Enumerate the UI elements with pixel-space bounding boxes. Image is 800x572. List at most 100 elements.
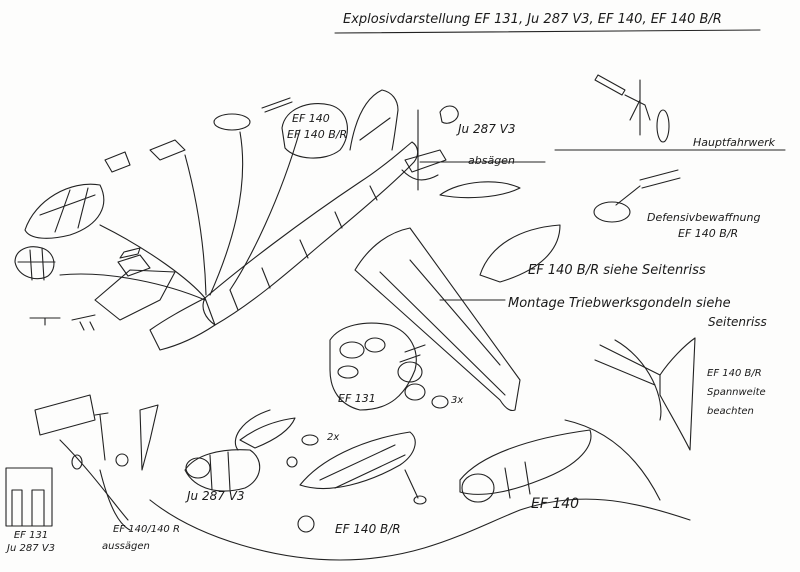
label-absaegen: absägen [468,154,515,167]
label-2x: 2x [327,432,340,443]
label-ef140-bottom: EF 140 [531,496,580,512]
gear-leg [624,94,651,121]
label-defensiv: Defensivbewaffnung [647,211,761,224]
nose-glazing-grid [17,247,56,281]
left-panel [34,394,96,436]
label-ef140br-seitenriss: EF 140 B/R siehe Seitenriss [528,263,706,278]
label-ef140br-bottom: EF 140 B/R [335,522,401,536]
box-label-ju287v3: Ju 287 V3 [7,543,55,554]
bottom-sweep-1 [149,498,691,561]
label-ef140br: EF 140 B/R [287,128,348,141]
label-spannweite-1: EF 140 B/R [707,368,762,379]
box-outline [5,467,53,527]
label-ef140: EF 140 [292,112,330,125]
ef140br-nacelle-inner [319,444,406,489]
cockpit-panel [119,247,141,259]
label-hauptfahrwerk: Hauptfahrwerk [693,136,776,149]
engine-part-2 [404,383,426,401]
ju287-engine-intake [185,457,211,479]
gun-barrels [639,169,681,189]
canopy [24,183,105,239]
gear-door [594,74,626,96]
label-defensiv-ef140br: EF 140 B/R [678,227,739,240]
right-wing [354,227,521,412]
guide-to-ef140-140r [99,469,131,531]
tail-fin-rib [359,117,391,141]
ef131-outline [329,322,417,411]
label-montage-seitenriss: Seitenriss [708,315,767,329]
pedal-rod [29,317,61,326]
ju287-nacelle [239,417,296,449]
guide-line-4 [59,273,206,301]
guide-line-6 [401,169,439,181]
horizontal-stabilizer [404,149,447,173]
part-2x-a [301,434,319,446]
label-ef140-140r: EF 140/140 R [113,524,180,535]
nose-glazing [14,246,55,280]
engine-fan [399,344,426,363]
engine-part-1 [397,361,423,383]
cockpit-floor [94,269,176,321]
label-spannweite-3: beachten [707,406,754,417]
ef140-engine-ribs [504,461,531,499]
gear-wheel [656,109,670,143]
title-underline [334,29,761,34]
ef140br-intake [297,515,315,533]
small-cap [439,105,459,124]
ef131-engine-b [364,337,386,353]
guide-line-1 [99,224,206,299]
ef140-circle [281,103,348,159]
label-aussaegen: aussägen [102,541,150,552]
canopy-frames [39,187,96,233]
guide-line-2 [184,154,207,296]
wing-lines [379,259,506,396]
bottom-guide-right [614,339,662,421]
label-3x: 3x [451,395,464,406]
left-strut [94,412,109,461]
left-gear [139,404,159,471]
wingtip-guide [594,344,661,386]
fuselage [202,141,419,326]
antenna-part [104,151,131,173]
ef140br-small-wheel [413,495,427,505]
ring-part [213,113,251,131]
label-spannweite-2: Spannweite [707,387,766,398]
bottom-sweep-2 [234,409,271,451]
box-label-ef131: EF 131 [13,530,49,541]
fairing [439,181,521,199]
ef140-engine-intake [461,473,495,503]
wingtip [659,337,696,451]
guide-line-5 [229,129,301,291]
nacelle-outline [479,224,561,283]
pedal-parts [71,314,96,331]
label-ju287v3-top: Ju 287 V3 [458,122,516,136]
box-fill [11,489,45,527]
fuselage-panel-lines [229,185,378,311]
label-ju287v3-bottom: Ju 287 V3 [187,489,245,503]
left-hub [115,453,129,467]
tail-fin [349,89,399,151]
ef140br-pylon [404,469,419,499]
ju287-engine-ribs [209,451,231,491]
left-wheel [71,454,83,470]
engine-part-3 [431,395,449,409]
left-gear-guide [59,439,129,521]
gun-turret [593,201,631,223]
cockpit-seat [117,254,151,277]
label-ef131-mid: EF 131 [338,392,376,405]
small-bracket [261,97,293,113]
label-montage: Montage Triebwerksgondeln siehe [508,296,731,311]
bottom-sweep-3 [564,419,661,501]
nose-section [149,297,216,351]
ef140-engine [459,429,592,495]
part-2x-b [286,456,298,468]
ef140br-nacelle [299,431,416,489]
gun-mount [149,139,186,161]
turret-guide [615,185,641,206]
guide-line-3 [209,131,244,296]
ef131-engine-a [339,341,365,359]
drawing-title: Explosivdarstellung EF 131, Ju 287 V3, E… [343,12,722,27]
ef131-engine-c [337,365,359,379]
